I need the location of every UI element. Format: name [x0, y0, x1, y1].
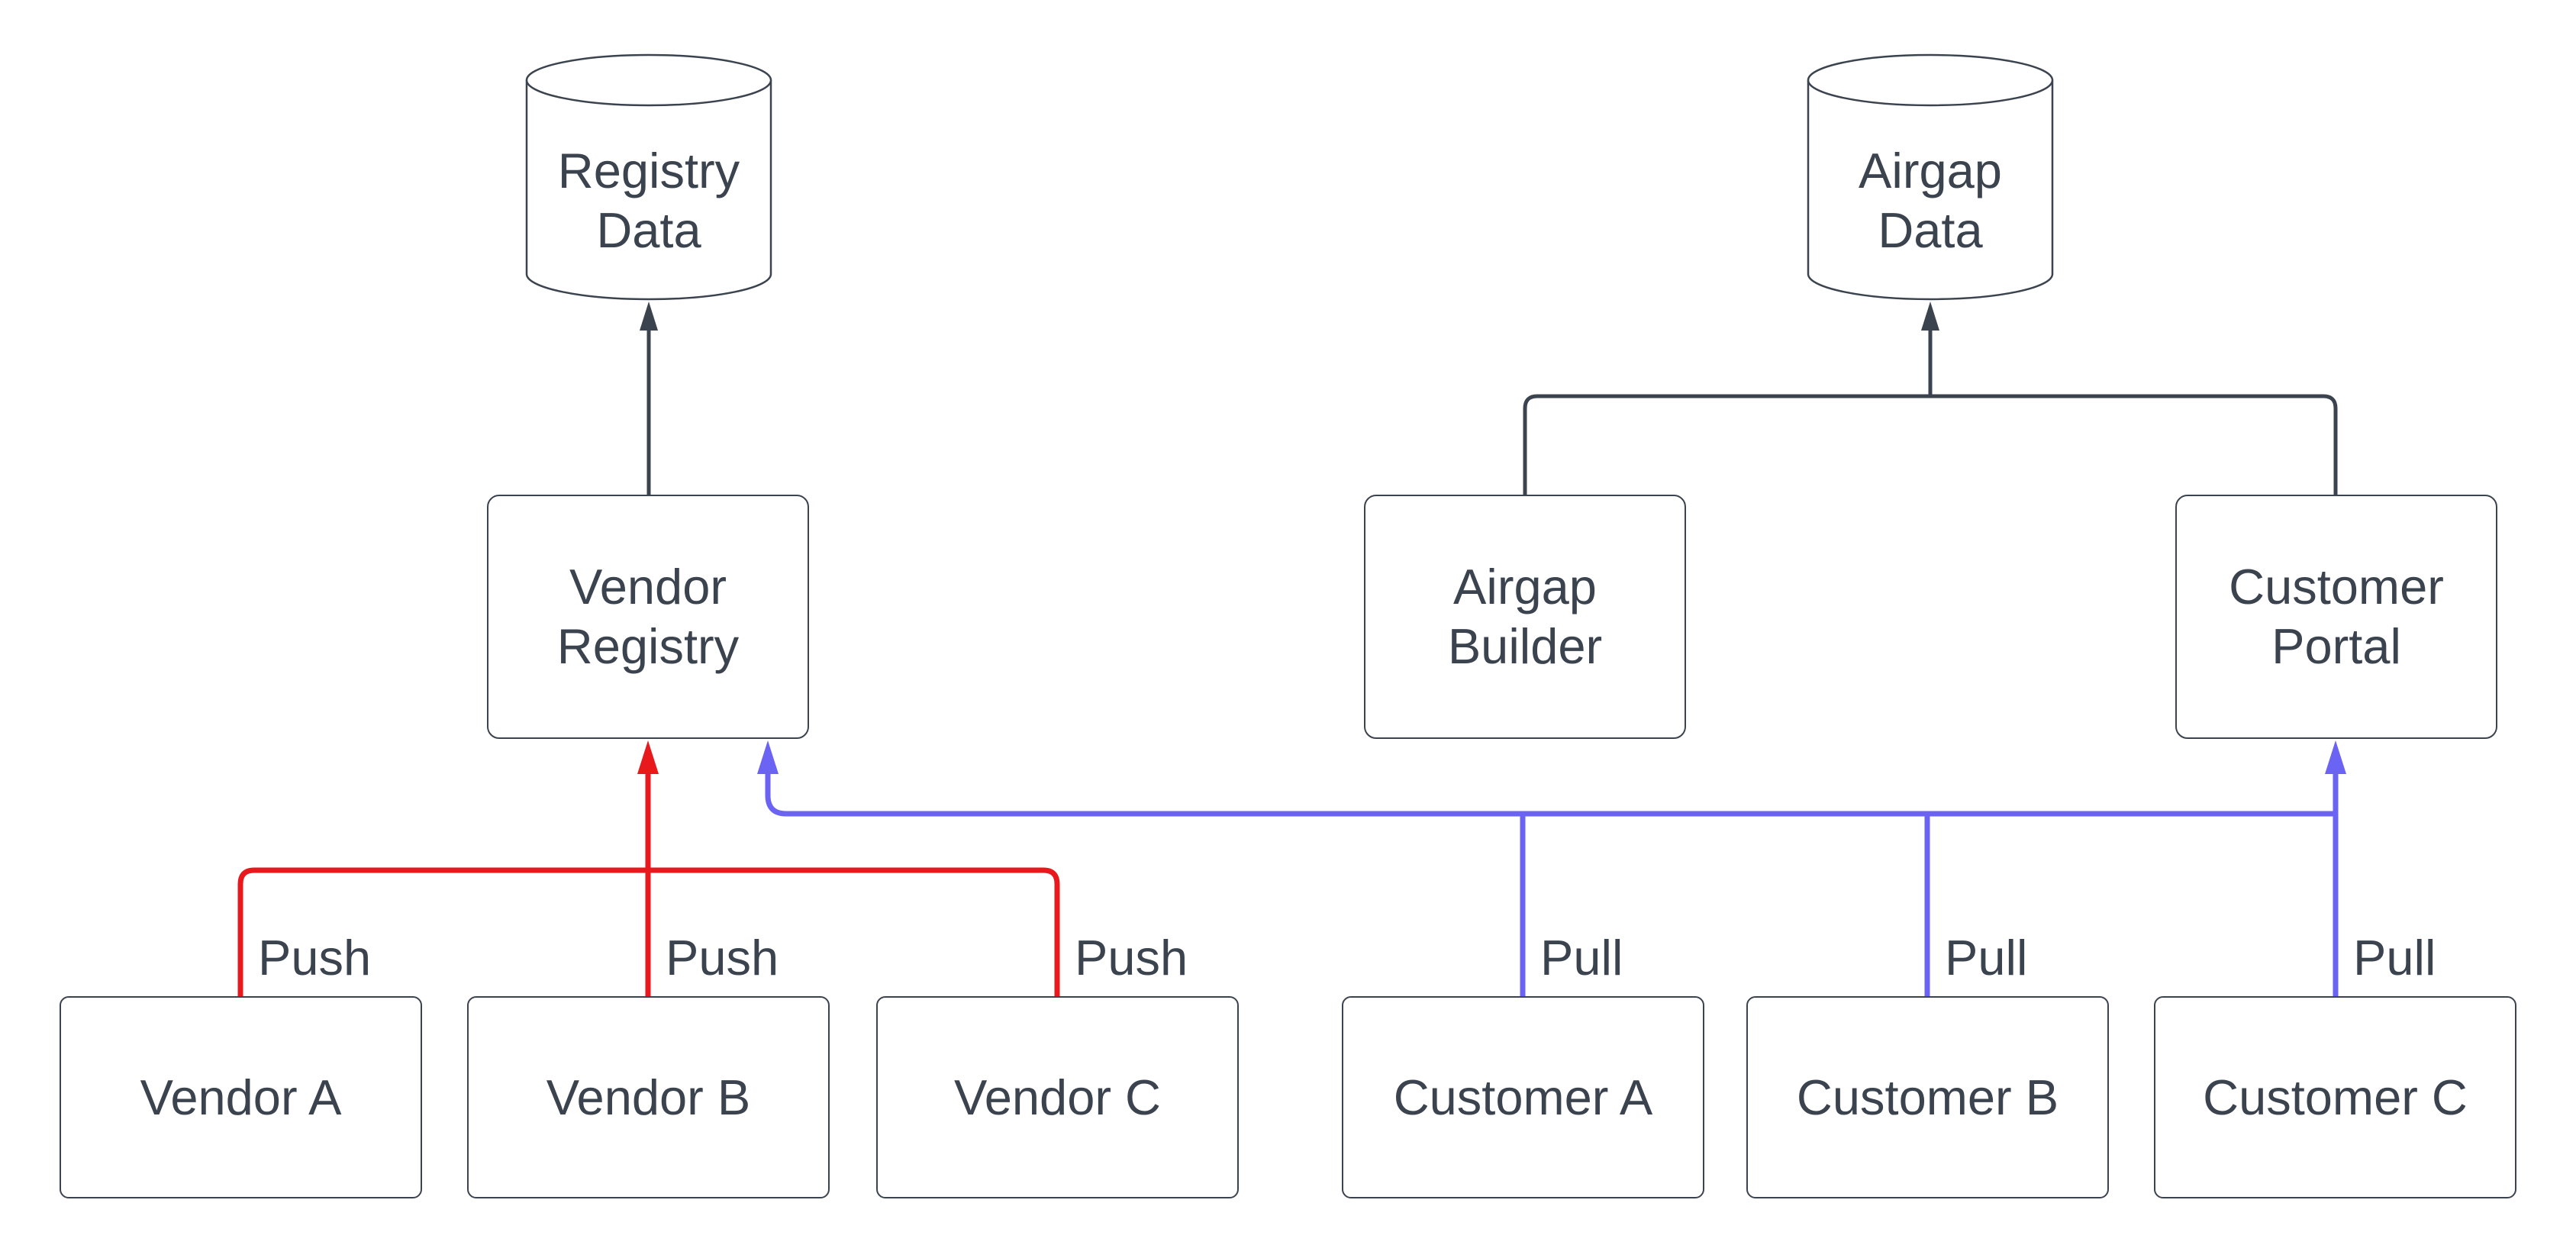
datastore-label-airgap-data: Airgap Data — [1859, 142, 2002, 258]
database-cylinder-top-icon — [1807, 53, 2054, 107]
node-label: Customer C — [2203, 1069, 2468, 1125]
node-label: Customer A — [1393, 1069, 1653, 1125]
node-registry-data — [525, 53, 772, 301]
node-label: Vendor C — [953, 1069, 1161, 1125]
edge-label-pull-customer-b: Pull — [1945, 930, 2028, 985]
edge-vendors-push — [237, 740, 1060, 996]
edge-customers-pull — [757, 740, 2346, 996]
node-vendor-b: Vendor B — [467, 996, 830, 1198]
database-cylinder-top-icon — [525, 53, 772, 107]
node-label: Customer B — [1796, 1069, 2059, 1125]
node-vendor-registry: Vendor Registry — [487, 495, 809, 739]
node-label: Vendor B — [546, 1069, 751, 1125]
arrowhead-icon — [757, 740, 779, 774]
node-customer-c: Customer C — [2154, 996, 2516, 1198]
node-vendor-a: Vendor A — [60, 996, 422, 1198]
node-customer-b: Customer B — [1746, 996, 2109, 1198]
node-airgap-data — [1807, 53, 2054, 301]
node-customer-portal: Customer Portal — [2175, 495, 2497, 739]
node-customer-a: Customer A — [1342, 996, 1704, 1198]
database-cylinder-icon — [525, 80, 772, 301]
arrowhead-icon — [1921, 302, 1939, 331]
node-label: Airgap Builder — [1447, 559, 1603, 674]
arrowhead-icon — [640, 302, 658, 331]
node-airgap-builder: Airgap Builder — [1364, 495, 1686, 739]
node-label: Vendor A — [140, 1069, 342, 1125]
edge-label-push-vendor-a: Push — [258, 930, 372, 985]
edge-label-pull-customer-a: Pull — [1540, 930, 1623, 985]
edge-vendor-registry-to-registry-data — [640, 302, 658, 495]
node-label: Vendor Registry — [556, 559, 740, 674]
edge-label-push-vendor-b: Push — [666, 930, 779, 985]
arrowhead-icon — [637, 740, 659, 774]
edge-label-push-vendor-c: Push — [1075, 930, 1188, 985]
edge-label-pull-customer-c: Pull — [2353, 930, 2436, 985]
arrowhead-icon — [2325, 740, 2346, 774]
edge-builders-to-airgap-data — [1523, 302, 2338, 495]
node-vendor-c: Vendor C — [876, 996, 1239, 1198]
datastore-label-registry-data: Registry Data — [557, 142, 740, 258]
database-cylinder-icon — [1807, 80, 2054, 301]
node-label: Customer Portal — [2229, 559, 2444, 674]
